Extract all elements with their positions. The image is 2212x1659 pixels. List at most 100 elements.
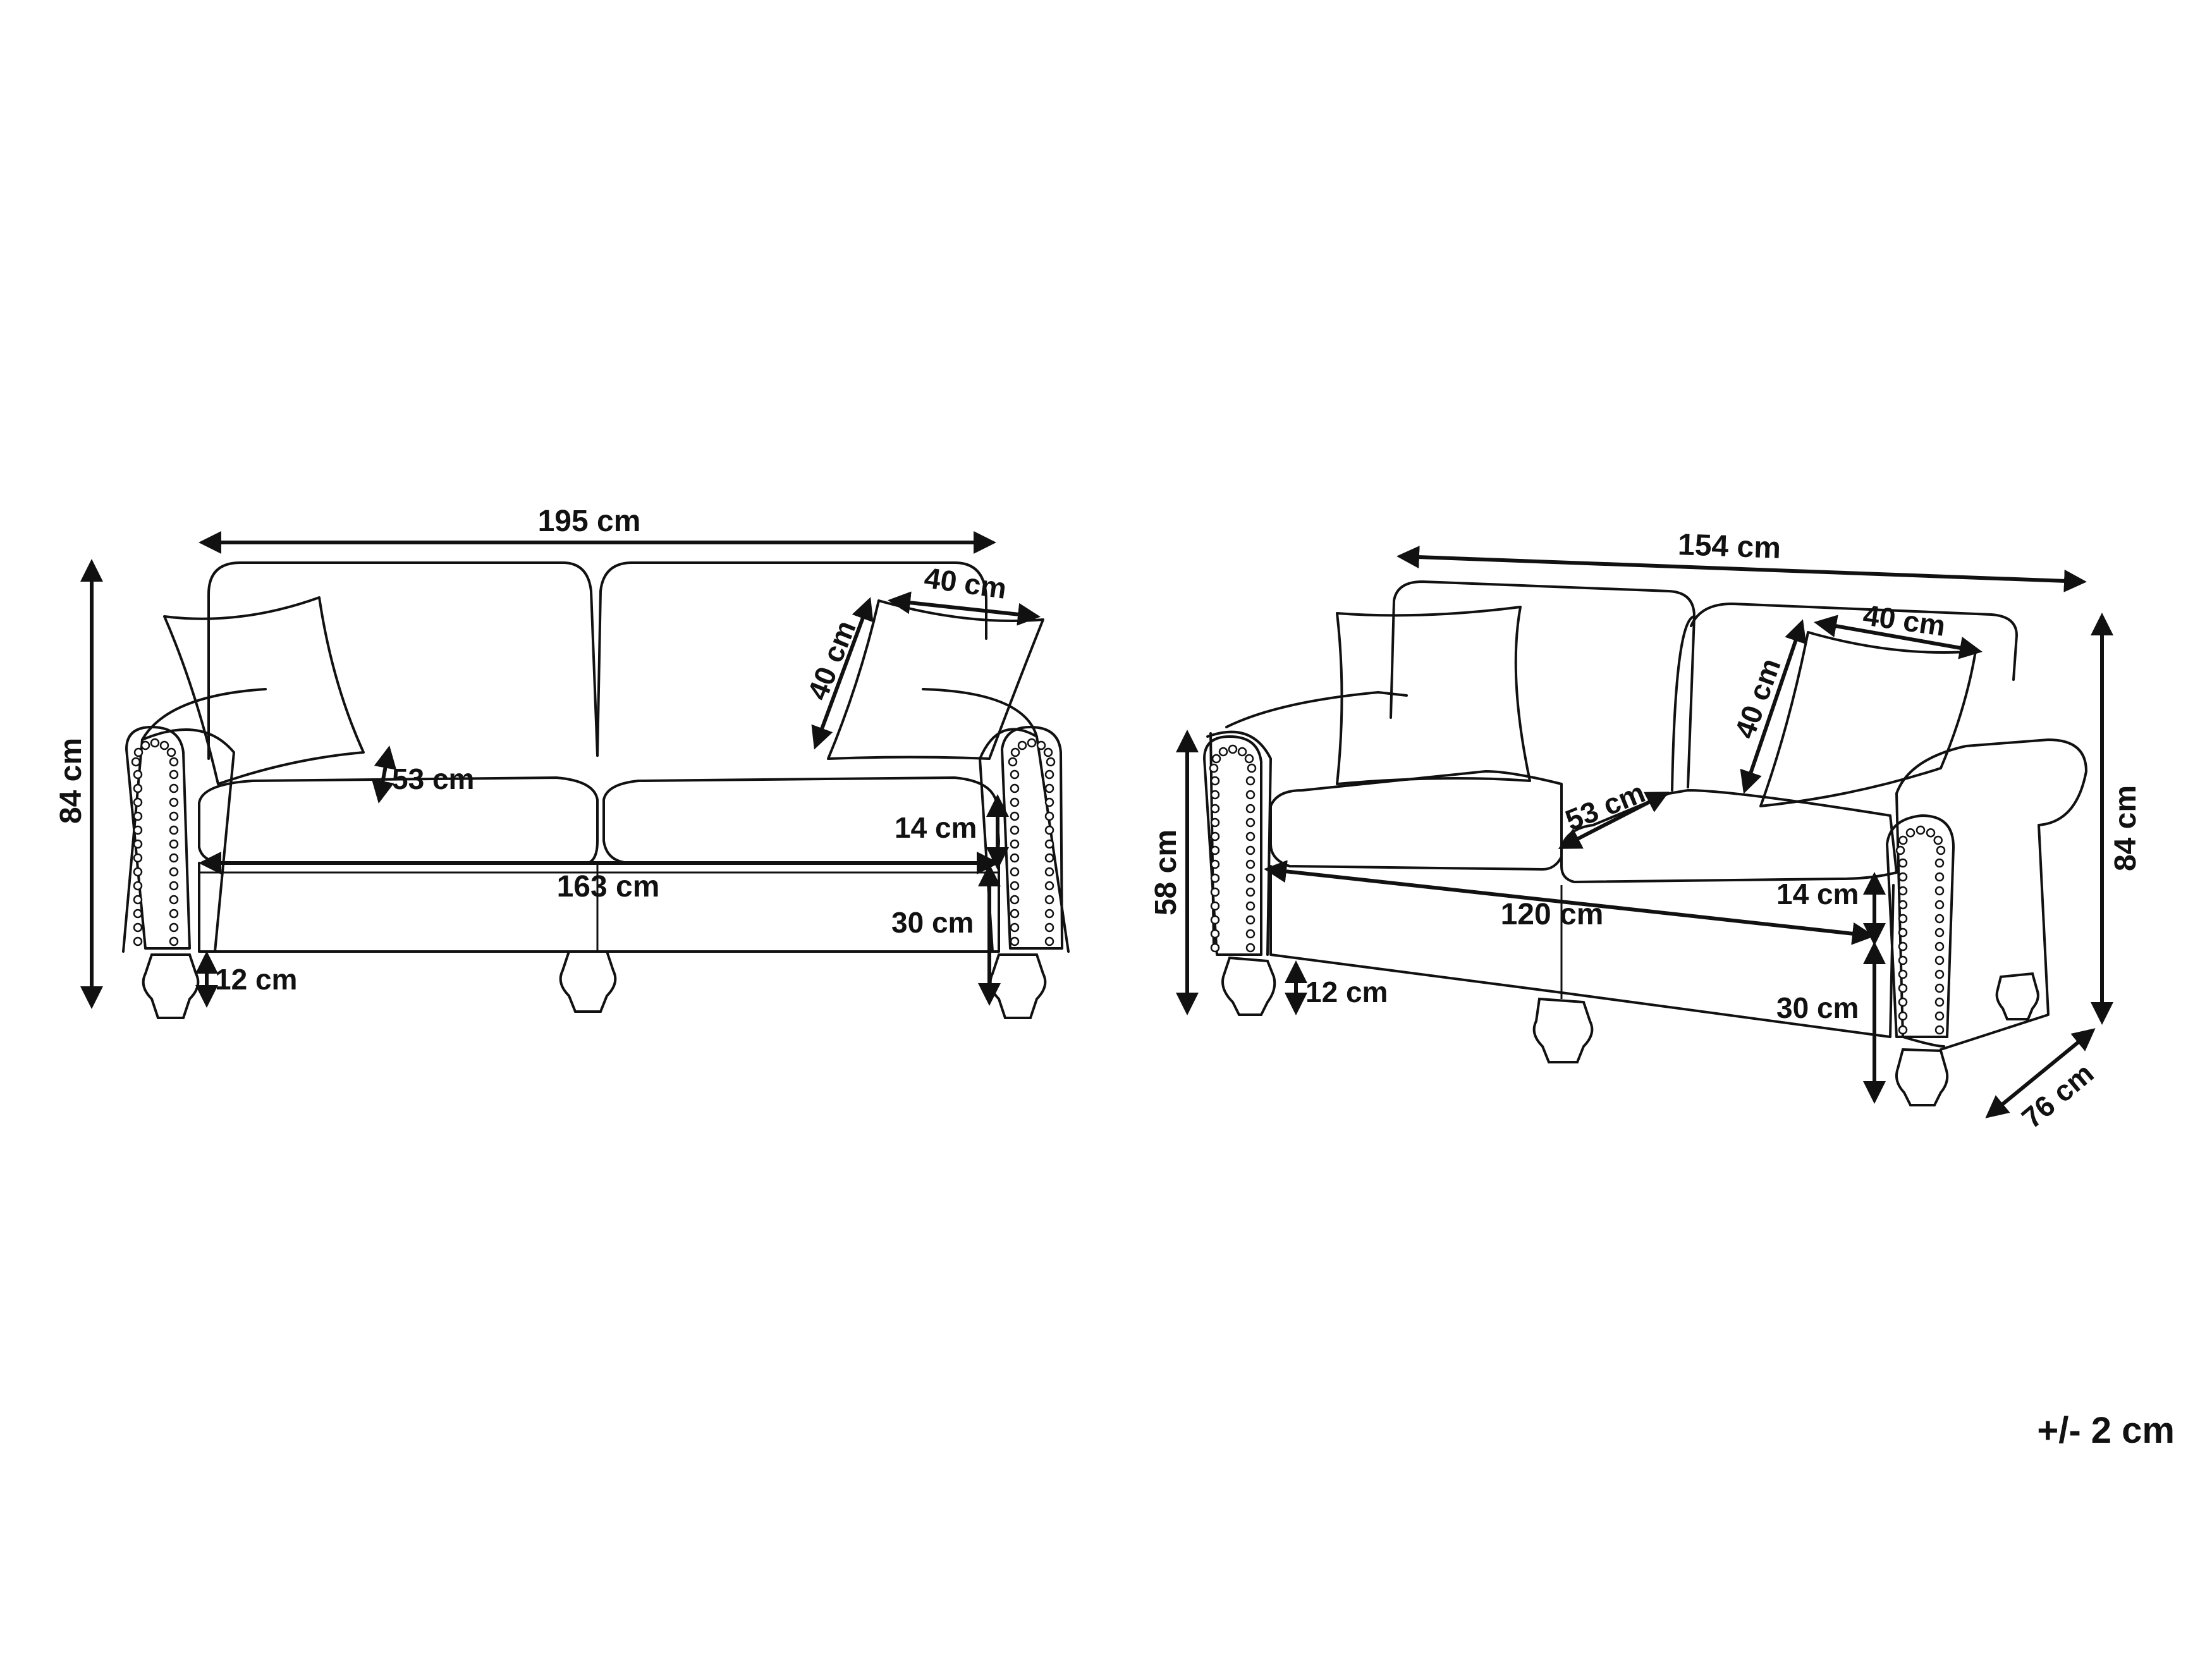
nailhead-stud (169, 853, 179, 863)
nailhead-stud (1898, 872, 1908, 882)
nailhead-stud (133, 909, 143, 919)
nailhead-stud (1010, 797, 1020, 807)
nailhead-stud (1898, 983, 1908, 993)
nailhead-stud (1898, 835, 1908, 845)
nailhead-stud (133, 853, 143, 863)
nailhead-stud (1044, 867, 1054, 877)
nailhead-stud (169, 797, 179, 807)
nailhead-stud (169, 881, 179, 891)
nailhead-stud (1010, 839, 1020, 849)
nailhead-stud (1044, 936, 1054, 946)
nailhead-stud (1245, 929, 1256, 939)
nailhead-stud (169, 936, 179, 946)
sofa-3-dimension-arrows (80, 531, 1041, 1009)
nailhead-stud (1044, 839, 1054, 849)
nailhead-stud (1237, 747, 1247, 757)
nailhead-stud (1044, 783, 1054, 793)
nailhead-stud (150, 738, 160, 748)
nailhead-stud (1245, 845, 1256, 855)
nailhead-stud (1898, 927, 1908, 938)
nailhead-stud (1898, 969, 1908, 979)
nailhead-stud (1898, 997, 1908, 1007)
nailhead-stud (1245, 859, 1256, 869)
sofa-2-cushion-height-label: 14 cm (1776, 878, 1859, 910)
sofa-3-seater-drawing (122, 561, 1070, 1019)
sofa-3-leg-height-label: 12 cm (215, 963, 297, 996)
nailhead-stud (169, 922, 179, 933)
nailhead-stud (133, 895, 143, 905)
sofa-3-width-label: 195 cm (538, 505, 641, 538)
nailhead-stud (1044, 909, 1054, 919)
sofa-2-height-label: 84 cm (2109, 785, 2142, 871)
nailhead-stud (1044, 769, 1054, 780)
nailhead-stud (1218, 747, 1228, 757)
nailhead-stud (1210, 929, 1220, 939)
nailhead-stud (1933, 835, 1943, 845)
nailhead-stud (169, 783, 179, 793)
nailhead-stud (1027, 738, 1037, 748)
nailhead-stud (1934, 858, 1945, 868)
nailhead-stud (169, 909, 179, 919)
nailhead-stud (169, 867, 179, 877)
nailhead-stud (1043, 747, 1053, 757)
sofa-2-dimension-arrows (1176, 546, 2113, 1118)
sofa-2-seat-width-label: 120 cm (1501, 898, 1604, 931)
sofa-2-depth-label: 76 cm (2015, 1056, 2099, 1135)
nailhead-stud (1245, 915, 1256, 925)
nailhead-stud (1210, 859, 1220, 869)
nailhead-stud (133, 867, 143, 877)
nailhead-stud (169, 757, 179, 767)
nailhead-stud (1210, 873, 1220, 883)
sofa-2-seat-depth-label: 53 cm (1561, 776, 1649, 837)
nailhead-stud (1244, 754, 1254, 764)
nailhead-stud (1898, 900, 1908, 910)
nailhead-stud (1934, 886, 1945, 896)
sofa-2-seat-height-label: 58 cm (1149, 830, 1183, 915)
nailhead-stud (166, 747, 176, 757)
nailhead-stud (1010, 909, 1020, 919)
nailhead-stud (133, 839, 143, 849)
nailhead-stud (1010, 769, 1020, 780)
nailhead-stud (1934, 927, 1945, 938)
nailhead-stud (1044, 853, 1054, 863)
nailhead-stud (1245, 790, 1256, 800)
nailhead-stud (133, 881, 143, 891)
sofa-3-pillow-width-label: 40 cm (922, 561, 1008, 605)
nailhead-stud (133, 922, 143, 933)
nailhead-stud (1010, 895, 1020, 905)
nailhead-stud (1010, 936, 1020, 946)
nailhead-stud (1044, 811, 1054, 821)
nailhead-stud (1247, 763, 1257, 773)
nailhead-stud (133, 811, 143, 821)
nailhead-stud (1210, 901, 1220, 911)
nailhead-stud (169, 839, 179, 849)
nailhead-stud (133, 797, 143, 807)
nailhead-stud (1008, 757, 1018, 767)
nailhead-stud (1010, 853, 1020, 863)
nailhead-stud (1044, 922, 1054, 933)
nailhead-stud (1210, 943, 1220, 953)
nailhead-stud (1046, 757, 1056, 767)
sofa-3-cushion-height-label: 14 cm (895, 811, 977, 844)
nailhead-stud (1245, 873, 1256, 883)
nailhead-stud (1010, 811, 1020, 821)
nailhead-stud (133, 936, 143, 946)
nailhead-stud (133, 769, 143, 780)
nailhead-stud (1010, 867, 1020, 877)
nailhead-stud (1245, 901, 1256, 911)
nailhead-stud (1934, 900, 1945, 910)
nailhead-stud (131, 757, 141, 767)
nailhead-stud (1210, 776, 1220, 786)
sofa-2-pillow-width-label: 40 cm (1861, 598, 1947, 642)
nailhead-stud (133, 825, 143, 835)
nailhead-stud (1210, 831, 1220, 842)
nailhead-stud (1934, 969, 1945, 979)
nailhead-stud (1209, 763, 1219, 773)
nailhead-stud (1934, 997, 1945, 1007)
nailhead-stud (1934, 1011, 1945, 1021)
nailhead-stud (1044, 825, 1054, 835)
nailhead-stud (1936, 845, 1946, 855)
nailhead-stud (1228, 744, 1238, 754)
nailhead-stud (1926, 828, 1936, 838)
